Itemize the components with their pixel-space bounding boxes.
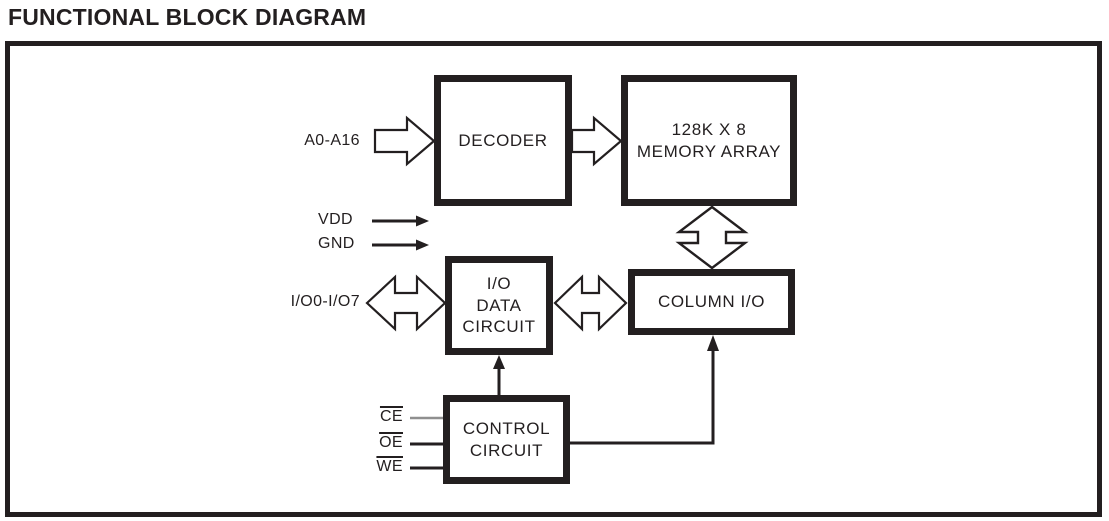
gnd-label: GND [318, 235, 355, 252]
decoder-block: DECODER [434, 75, 572, 206]
memory-array-label-line2: MEMORY ARRAY [636, 141, 782, 161]
column-io-block: COLUMN I/O [628, 269, 795, 335]
chip-enable-text: CE [379, 408, 403, 425]
io-data-label-line1: I/O [486, 273, 512, 293]
output-enable-text: OE [379, 434, 403, 451]
io-data-label-line3: CIRCUIT [462, 317, 536, 337]
page-title: FUNCTIONAL BLOCK DIAGRAM [8, 4, 367, 30]
io-data-circuit-block: I/O DATA CIRCUIT [445, 256, 553, 355]
write-enable-text: WE [376, 458, 403, 475]
address-bus-label: A0-A16 [304, 132, 360, 149]
control-label-line1: CONTROL [462, 418, 551, 438]
control-label-line2: CIRCUIT [469, 440, 544, 460]
memory-array-block: 128K X 8 MEMORY ARRAY [621, 75, 797, 206]
control-circuit-block: CONTROL CIRCUIT [443, 395, 570, 484]
io-data-label-line2: DATA [476, 295, 522, 315]
vdd-label: VDD [318, 211, 353, 228]
memory-array-label-line1: 128K X 8 [671, 119, 747, 139]
decoder-label: DECODER [458, 130, 548, 150]
column-io-label: COLUMN I/O [657, 292, 766, 312]
data-bus-label: I/O0-I/O7 [290, 293, 360, 310]
output-enable-label: OE [350, 434, 403, 452]
write-enable-label: WE [350, 458, 403, 476]
chip-enable-label: CE [350, 408, 403, 426]
